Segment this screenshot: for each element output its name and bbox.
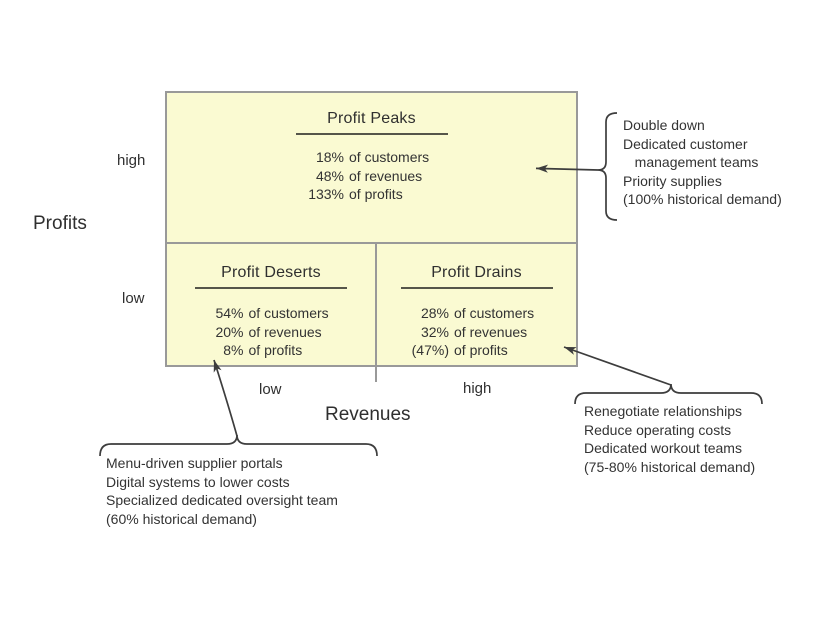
annotation-line: Specialized dedicated oversight team — [106, 492, 338, 509]
stat-line: 48%of revenues — [315, 167, 423, 184]
stat-line: 20%of revenues — [215, 323, 322, 340]
annotation-line: Double down — [623, 117, 705, 133]
title-underline — [295, 133, 448, 135]
annotation-profit-deserts: Menu-driven supplier portals Digital sys… — [106, 454, 338, 528]
annotation-line: Renegotiate relationships — [584, 403, 742, 419]
stat-line: (47%)of profits — [411, 342, 508, 359]
x-axis-tick-low: low — [259, 381, 282, 398]
annotation-line: (60% historical demand) — [106, 510, 257, 527]
matrix-bottom-row: Profit Deserts 54%of customers 20%of rev… — [167, 244, 576, 382]
annotation-line: Dedicated workout teams — [584, 440, 742, 457]
arrow-to-drains — [563, 346, 672, 386]
annotation-line: Menu-driven supplier portals — [106, 455, 283, 471]
cell-profit-drains: Profit Drains 28%of customers 32%of reve… — [377, 244, 576, 382]
title-underline — [400, 287, 553, 289]
x-axis-tick-high: high — [463, 380, 492, 397]
stat-line: 133%of profits — [308, 186, 403, 203]
annotation-line: (100% historical demand) — [623, 191, 782, 208]
matrix-box: Profit Peaks 18%of customers 48%of reven… — [165, 91, 578, 382]
y-axis-tick-low: low — [122, 290, 145, 307]
stat-line: 18%of customers — [315, 149, 430, 165]
y-axis-label: Profits — [33, 213, 87, 234]
annotation-line: management teams — [623, 154, 759, 171]
annotation-line: Reduce operating costs — [584, 421, 732, 438]
cell-title-profit-drains: Profit Drains — [431, 264, 522, 281]
cell-title-profit-peaks: Profit Peaks — [327, 110, 416, 127]
brace-deserts — [99, 434, 378, 457]
brace-drains — [574, 383, 763, 405]
title-underline — [195, 287, 347, 289]
annotation-line: Dedicated customer — [623, 135, 748, 152]
stat-line: 28%of customers — [420, 305, 535, 321]
cell-stats-profit-deserts: 54%of customers 20%of revenues 8%of prof… — [167, 304, 375, 360]
stat-line: 54%of customers — [215, 305, 329, 321]
stat-line: 32%of revenues — [420, 323, 528, 340]
cell-title-profit-deserts: Profit Deserts — [221, 264, 321, 281]
annotation-profit-peaks: Double down Dedicated customer managemen… — [623, 116, 782, 209]
y-axis-tick-high: high — [117, 152, 146, 169]
cell-stats-profit-drains: 28%of customers 32%of revenues (47%)of p… — [377, 304, 576, 360]
annotation-profit-drains: Renegotiate relationships Reduce operati… — [584, 402, 755, 476]
brace-peaks — [597, 112, 618, 221]
x-axis-label: Revenues — [325, 404, 411, 425]
cell-profit-peaks: Profit Peaks 18%of customers 48%of reven… — [167, 110, 576, 244]
annotation-line: Priority supplies — [623, 172, 722, 189]
cell-profit-deserts: Profit Deserts 54%of customers 20%of rev… — [167, 244, 377, 382]
annotation-line: Digital systems to lower costs — [106, 473, 290, 490]
cell-stats-profit-peaks: 18%of customers 48%of revenues 133%of pr… — [167, 148, 576, 204]
stat-line: 8%of profits — [223, 342, 303, 359]
annotation-line: (75-80% historical demand) — [584, 458, 756, 475]
